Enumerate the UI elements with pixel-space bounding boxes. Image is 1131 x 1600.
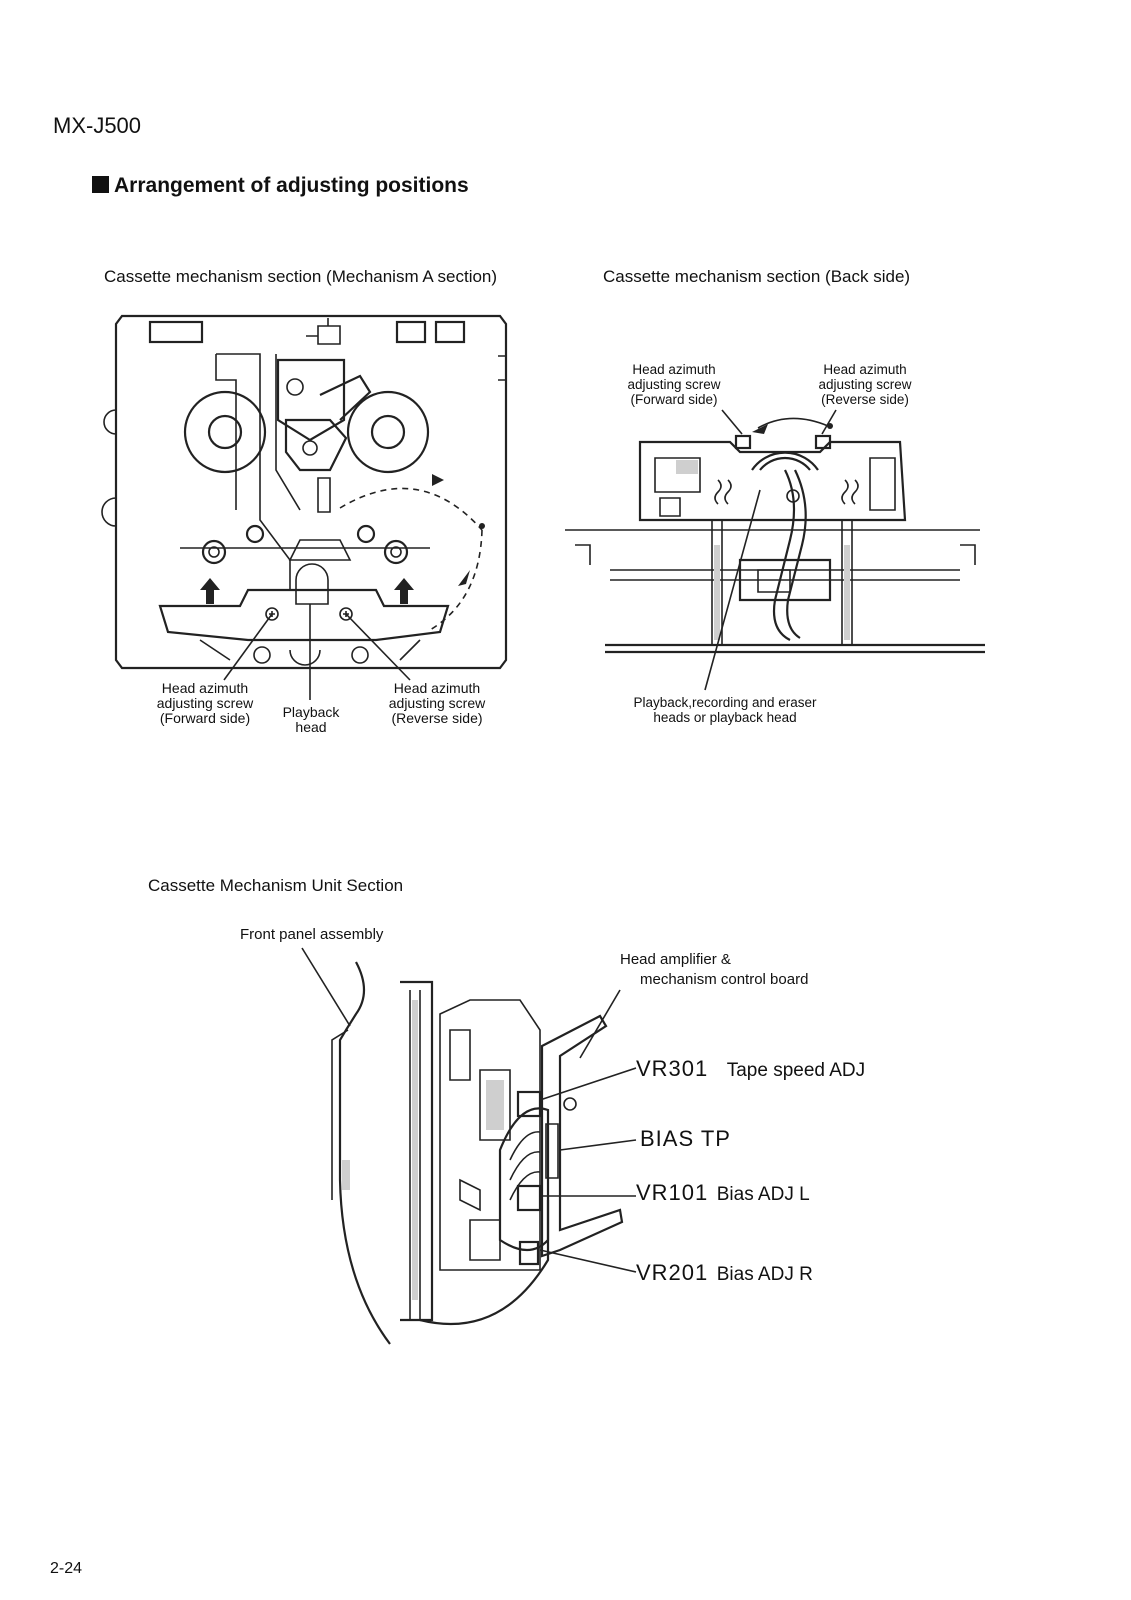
label-line: heads or playback head bbox=[653, 710, 797, 725]
label-line: Playback bbox=[282, 704, 340, 720]
diagram-a-rev-screw-label: Head azimuth adjusting screw (Reverse si… bbox=[372, 681, 502, 726]
vr101-label: VR101 Bias ADJ L bbox=[636, 1180, 810, 1206]
vr201-description: Bias ADJ R bbox=[716, 1264, 813, 1285]
diagram-b-caption: Cassette mechanism section (Back side) bbox=[603, 267, 911, 286]
label-line: head bbox=[295, 719, 327, 735]
diagram-a-caption: Cassette mechanism section (Mechanism A … bbox=[104, 267, 498, 286]
label-line: (Forward side) bbox=[159, 710, 251, 726]
vr101-description: Bias ADJ L bbox=[716, 1184, 810, 1205]
vr101-code: VR101 bbox=[636, 1180, 709, 1205]
label-line: Head azimuth bbox=[823, 362, 907, 377]
label-line: Playback,recording and eraser bbox=[633, 695, 817, 710]
vr301-label: VR301 Tape speed ADJ bbox=[636, 1056, 865, 1082]
diagram-a-fwd-screw-label: Head azimuth adjusting screw (Forward si… bbox=[140, 681, 270, 726]
vr201-label: VR201 Bias ADJ R bbox=[636, 1260, 813, 1286]
label-line: Head amplifier & bbox=[620, 951, 731, 968]
vr301-description: Tape speed ADJ bbox=[726, 1060, 866, 1081]
section-title-text: Arrangement of adjusting positions bbox=[114, 174, 469, 197]
label-line: adjusting screw bbox=[388, 695, 486, 711]
label-line: Head azimuth bbox=[393, 680, 481, 696]
label-line: (Reverse side) bbox=[391, 710, 483, 726]
section-title: Arrangement of adjusting positions bbox=[92, 174, 469, 198]
model-number: MX-J500 bbox=[53, 113, 142, 138]
diagram-b-fwd-screw-label: Head azimuth adjusting screw (Forward si… bbox=[614, 362, 734, 407]
bias-tp-label: BIAS TP bbox=[640, 1126, 731, 1151]
diagram-b-rev-screw-label: Head azimuth adjusting screw (Reverse si… bbox=[805, 362, 925, 407]
page-number: 2-24 bbox=[50, 1560, 83, 1577]
label-line: adjusting screw bbox=[818, 377, 912, 392]
square-bullet-icon bbox=[92, 176, 109, 193]
label-line: Head azimuth bbox=[632, 362, 716, 377]
label-line: adjusting screw bbox=[156, 695, 254, 711]
front-panel-label: Front panel assembly bbox=[240, 926, 384, 943]
diagram-b-heads-label: Playback,recording and eraser heads or p… bbox=[610, 695, 840, 725]
label-line: (Reverse side) bbox=[821, 392, 909, 407]
label-line: mechanism control board bbox=[640, 971, 809, 988]
vr301-code: VR301 bbox=[636, 1056, 709, 1081]
label-line: (Forward side) bbox=[630, 392, 718, 407]
vr201-code: VR201 bbox=[636, 1260, 709, 1285]
diagram-a-playback-head-label: Playback head bbox=[276, 705, 346, 735]
label-line: Head azimuth bbox=[161, 680, 249, 696]
head-amplifier-label: Head amplifier & mechanism control board bbox=[620, 950, 808, 990]
label-line: adjusting screw bbox=[627, 377, 721, 392]
diagram-c-caption: Cassette Mechanism Unit Section bbox=[148, 876, 404, 895]
